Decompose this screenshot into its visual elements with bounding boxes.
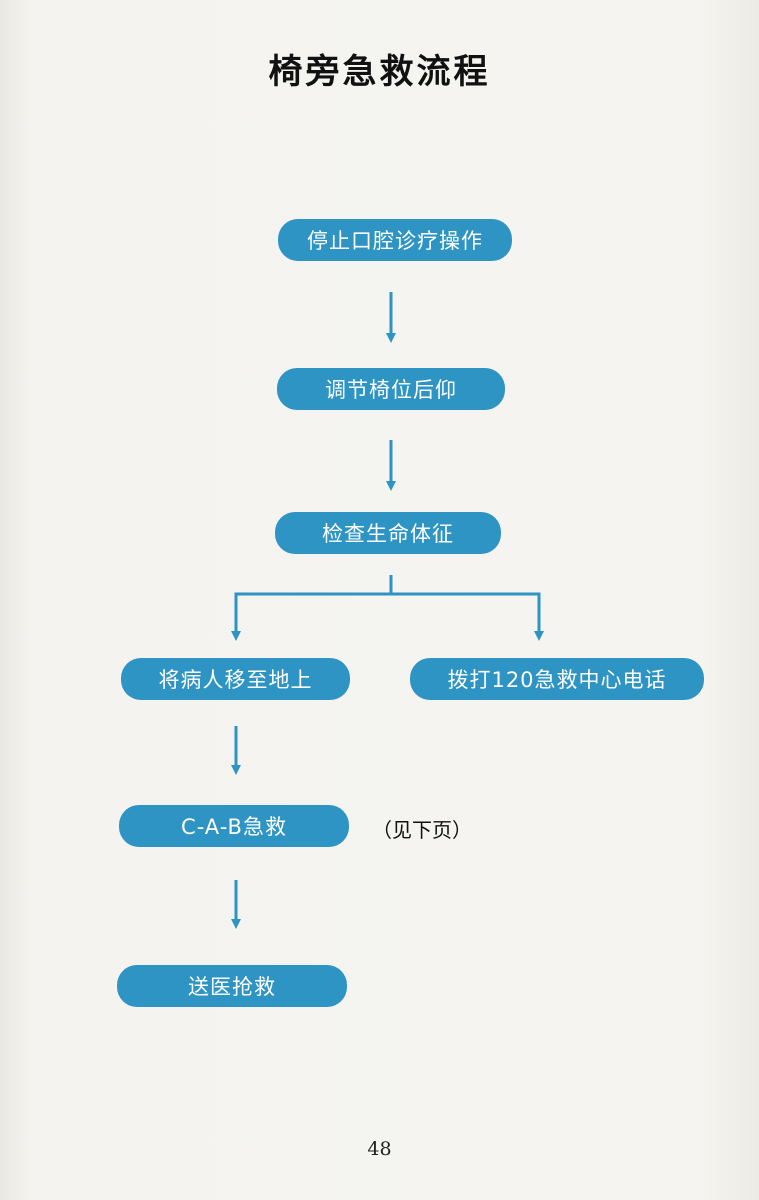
step-stop-dental-treatment: 停止口腔诊疗操作 (278, 219, 512, 261)
step-cab-rescue: C-A-B急救 (119, 805, 349, 847)
page-number: 48 (367, 1138, 392, 1160)
step-recline-chair: 调节椅位后仰 (277, 368, 505, 410)
split-connector (231, 575, 393, 641)
split-connector-right (391, 592, 544, 641)
step-move-patient-to-floor: 将病人移至地上 (121, 658, 350, 700)
step-send-to-hospital: 送医抢救 (117, 965, 347, 1007)
step-call-120: 拨打120急救中心电话 (410, 658, 704, 700)
page-title: 椅旁急救流程 (268, 52, 491, 92)
see-next-page-note: （见下页） (372, 818, 472, 842)
step-check-vital-signs: 检查生命体征 (275, 512, 501, 554)
